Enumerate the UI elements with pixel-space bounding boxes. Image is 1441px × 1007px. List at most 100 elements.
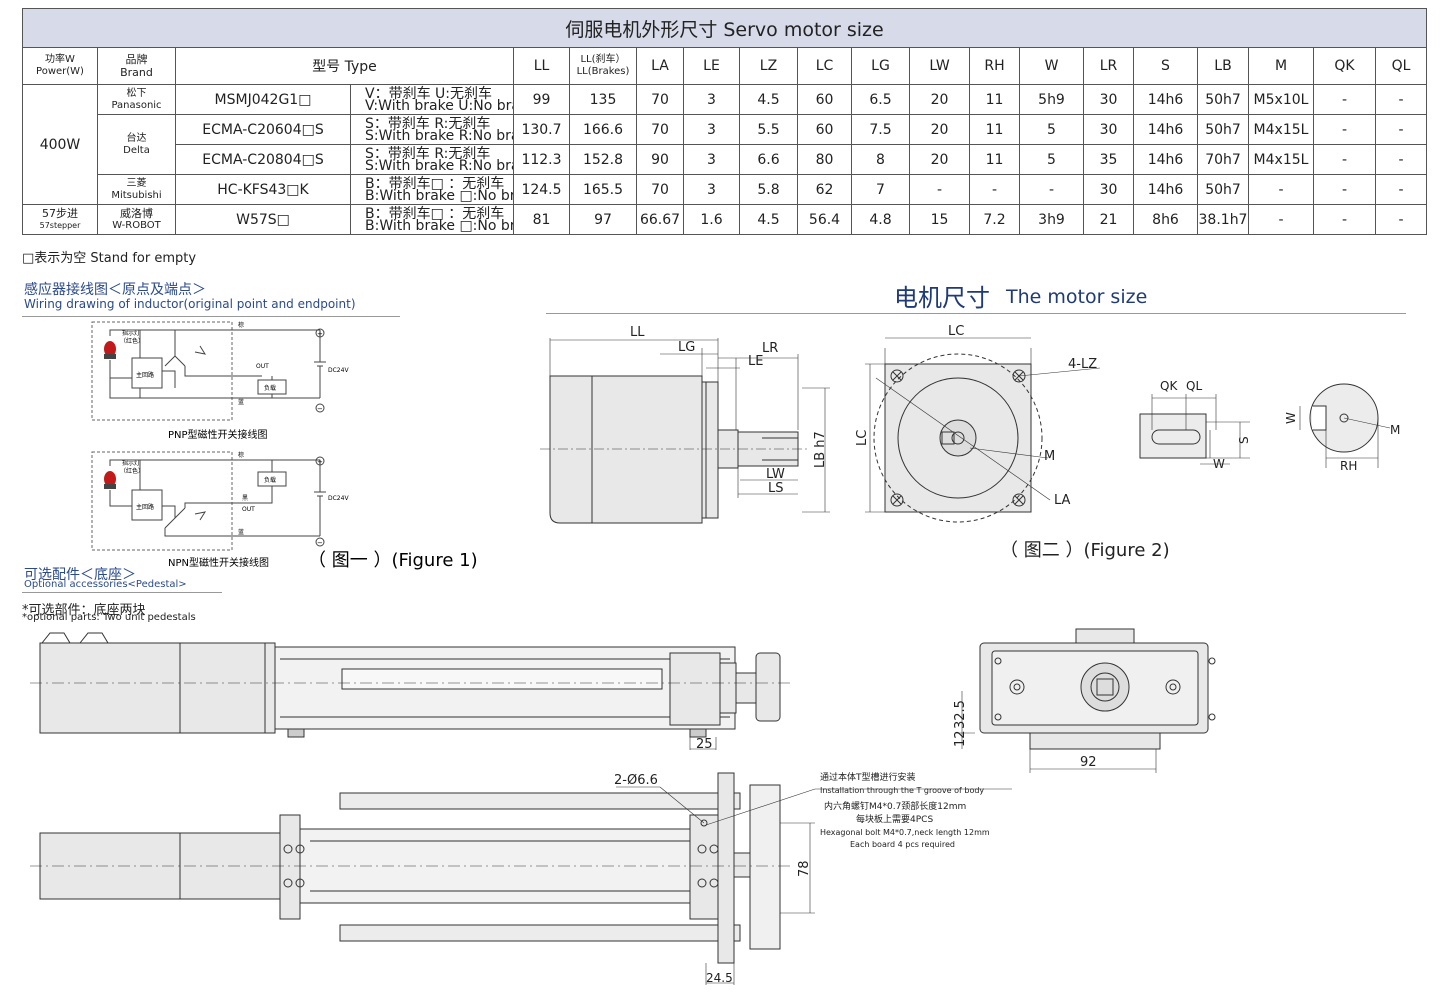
value-cell: - [1374,114,1428,145]
value-cell: - [1374,144,1428,175]
svg-text:LC: LC [855,430,870,446]
wiring-divider [22,316,400,317]
header-type: 型号 Type [175,47,514,85]
svg-text:2-Ø6.6: 2-Ø6.6 [614,773,658,788]
svg-text:S: S [1237,436,1251,444]
wiring-diagrams: 指示灯 （红色） 主回路 负载 DC24V + − 棕 OUT 蓝 PNP型磁性… [91,321,478,571]
svg-text:32.5: 32.5 [953,700,968,729]
motor-title-en: The motor size [1006,286,1148,308]
npn-caption: NPN型磁性开关接线图 [168,556,269,569]
header-LW: LW [909,47,970,85]
pedestal-end-view [956,628,1216,773]
header-LG: LG [851,47,910,85]
svg-text:W: W [1284,412,1298,424]
svg-text:蓝: 蓝 [238,398,244,406]
value-cell: - [1374,204,1428,235]
value-cell: 7.2 [969,204,1020,235]
pnp-caption: PNP型磁性开关接线图 [168,428,268,441]
value-cell: 3 [683,144,740,175]
brand-cell: 台达 Delta [97,114,176,175]
value-cell: 112.3 [513,144,570,175]
header-LL: LL [513,47,570,85]
svg-text:LB h7: LB h7 [813,431,828,468]
svg-text:每块板上需要4PCS: 每块板上需要4PCS [856,813,933,825]
accessories-title-cn: 可选配件＜底座＞ [24,567,136,583]
figure1-caption: （ 图一 ）(Figure 1) [308,550,478,571]
header-S: S [1133,47,1198,85]
value-cell: 124.5 [513,174,570,205]
svg-text:负载: 负载 [264,384,276,392]
value-cell: - [1313,174,1376,205]
table-row: 400W 松下 Panasonic MSMJ042G1□ V：带刹车 U:无刹车… [22,84,1428,205]
value-cell: 56.4 [797,204,852,235]
value-cell: 166.6 [569,114,637,145]
svg-text:DC24V: DC24V [328,495,349,502]
value-cell: 21 [1083,204,1134,235]
svg-text:−: − [317,405,323,413]
table-title: 伺服电机外形尺寸 Servo motor size [21,8,1428,48]
model-cell: MSMJ042G1□ [175,84,351,115]
value-cell: 66.67 [636,204,684,235]
motor-title-cn: 电机尺寸 [894,284,990,312]
value-cell: - [1313,114,1376,145]
svg-text:棕: 棕 [238,321,244,329]
value-cell: 20 [909,114,970,145]
value-cell: - [1248,204,1314,235]
value-cell: 5.8 [739,174,798,205]
svg-text:通过本体T型槽进行安装: 通过本体T型槽进行安装 [820,771,916,783]
figure2-caption: （ 图二 ）(Figure 2) [1000,540,1170,561]
value-cell: 14h6 [1133,114,1198,145]
value-cell: 70 [636,114,684,145]
svg-text:黑: 黑 [242,495,248,502]
value-cell: 20 [909,84,970,115]
value-cell: - [1374,84,1428,115]
header-LE: LE [683,47,740,85]
value-cell: 5h9 [1019,84,1084,115]
value-cell: 3 [683,84,740,115]
indicator-lamp-icon [104,341,116,357]
npn-diagram: 指示灯 （红色） 主回路 负载 DC24V + − 棕 黑 OUT 蓝 NPN型… [91,451,349,569]
servo-motor-size-table: 伺服电机外形尺寸 Servo motor size 功率W Power(W) 品… [21,8,1428,235]
value-cell: 130.7 [513,114,570,145]
value-cell: 8h6 [1133,204,1198,235]
header-brand: 品牌 Brand [97,47,176,85]
svg-text:4-LZ: 4-LZ [1068,357,1097,372]
value-cell: - [1019,174,1084,205]
value-cell: 62 [797,174,852,205]
value-cell: 97 [569,204,637,235]
svg-text:LS: LS [768,481,784,496]
header-QK: QK [1313,47,1376,85]
value-cell: 11 [969,144,1020,175]
accessories-title-en: Optional accessories<Pedestal> [24,579,187,590]
header-LB: LB [1197,47,1249,85]
value-cell: 50h7 [1197,84,1249,115]
svg-text:LA: LA [1054,493,1071,508]
svg-text:−: − [317,539,323,547]
value-cell: - [969,174,1020,205]
value-cell: - [1313,144,1376,175]
value-cell: 35 [1083,144,1134,175]
svg-text:主回路: 主回路 [136,371,154,379]
svg-text:W: W [1213,457,1225,471]
value-cell: 14h6 [1133,84,1198,115]
value-cell: 135 [569,84,637,115]
pedestal-drawings: 25 92 32.5 12 [30,628,1216,985]
svg-text:QL: QL [1186,379,1202,393]
accessories-note-cn: *可选部件：底座两块 [22,603,146,618]
svg-text:OUT: OUT [242,506,255,513]
value-cell: 70 [636,84,684,115]
power-400w: 400W [22,84,98,205]
value-cell: M4x15L [1248,114,1314,145]
svg-text:24.5: 24.5 [706,971,733,985]
value-cell: 60 [797,84,852,115]
value-cell: 7 [851,174,910,205]
value-cell: 8 [851,144,910,175]
value-cell: - [1313,204,1376,235]
value-cell: 4.8 [851,204,910,235]
model-cell: ECMA-C20604□S [175,114,351,145]
value-cell: 4.5 [739,204,798,235]
